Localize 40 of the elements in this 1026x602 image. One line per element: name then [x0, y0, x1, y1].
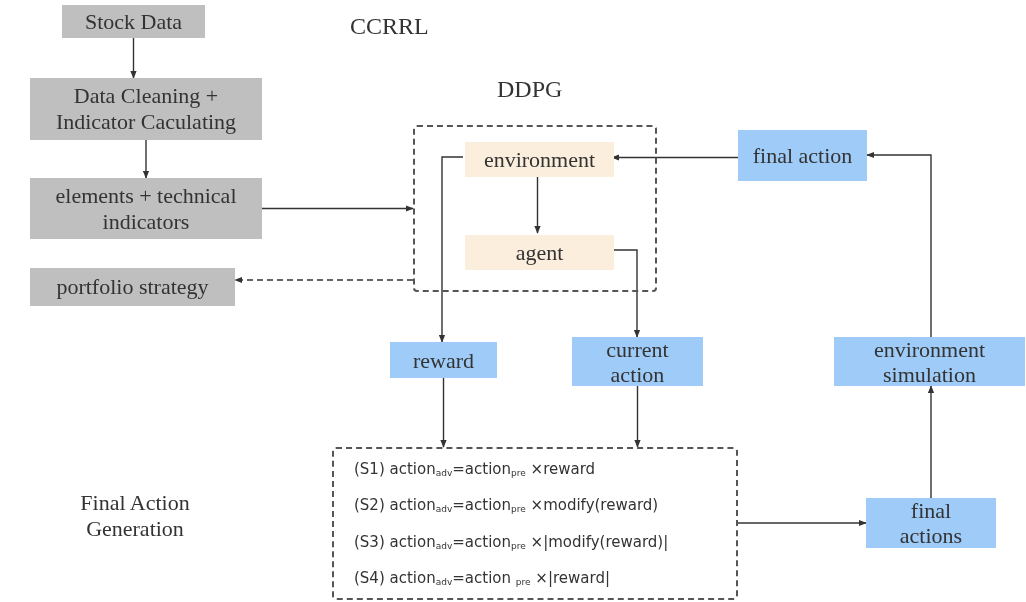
arrow — [261, 205, 414, 212]
node-label: portfolio strategy — [56, 274, 209, 300]
process-box — [465, 142, 614, 177]
node-label: environment — [483, 146, 596, 174]
process-box — [390, 342, 497, 378]
process-box — [738, 130, 867, 181]
process-box — [30, 78, 262, 140]
arrow — [634, 385, 641, 448]
formula-text: (S1) action$_{adv}$=action$_{pre}$ ×reward — [354, 458, 597, 480]
process-box — [30, 268, 235, 306]
arrow — [440, 377, 447, 448]
arrow — [438, 156, 464, 343]
node-label: current action — [605, 336, 670, 387]
node-label: final action — [752, 143, 853, 168]
formula-box — [332, 447, 738, 600]
node-label: reward — [412, 347, 475, 373]
node-label: elements + technical indicators — [54, 182, 238, 235]
arrow — [866, 151, 932, 338]
group-heading: DDPG — [497, 75, 563, 104]
arrow — [927, 385, 935, 499]
process-box — [572, 337, 703, 386]
formula-text: (S3) action$_{adv}$=action$_{pre}$ ×|modify(reward)| — [354, 531, 670, 553]
process-box — [465, 235, 614, 270]
arrow — [234, 276, 414, 284]
arrow — [142, 139, 150, 179]
process-box — [866, 498, 996, 548]
process-box — [62, 5, 205, 38]
node-label: environment simulation — [872, 336, 987, 387]
formula-text: (S4) action$_{adv}$=action $_{pre}$ ×|reward| — [354, 568, 611, 590]
node-label: Data Cleaning + Indicator Caculating — [54, 83, 238, 135]
node-label: agent — [515, 239, 564, 267]
arrow — [737, 519, 867, 527]
process-box — [30, 178, 262, 239]
process-box — [834, 337, 1025, 386]
section-label: Final Action Generation — [79, 490, 191, 542]
arrow — [130, 37, 137, 79]
node-label: final actions — [898, 498, 964, 548]
diagram-title: CCRRL — [350, 12, 429, 41]
formula-text: (S2) action$_{adv}$=action$_{pre}$ ×modify(reward) — [354, 495, 660, 517]
node-label: Stock Data — [84, 8, 183, 35]
